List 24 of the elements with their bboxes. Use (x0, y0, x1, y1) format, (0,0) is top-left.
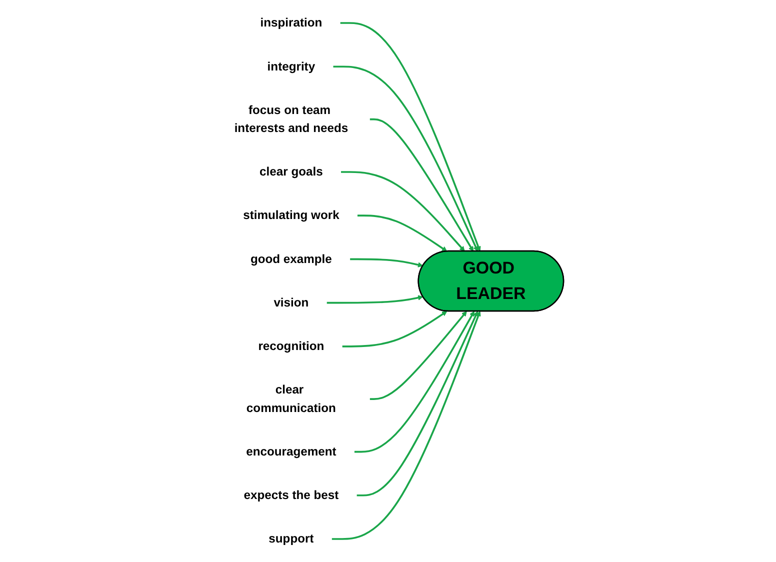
arrow (350, 258, 424, 268)
node-text: inspiration (260, 16, 322, 30)
node-text: recognition (258, 340, 324, 354)
arrow (354, 311, 474, 453)
arrow (340, 22, 481, 252)
arrow (370, 118, 474, 252)
arrow (370, 311, 467, 400)
node-text: encouragement (246, 445, 336, 458)
node-text: integrity (267, 60, 316, 74)
node-text: focus on team interests and needs (234, 104, 348, 136)
node-text: vision (274, 296, 309, 310)
node-text: support (268, 532, 314, 546)
node-text: stimulating work (243, 208, 340, 222)
node-text: clear communication (246, 383, 336, 415)
node-text: good example (250, 252, 332, 266)
arrow (333, 66, 478, 252)
arrow (341, 171, 465, 252)
node-text: expects the best (244, 488, 339, 502)
arrow (342, 310, 448, 348)
arrow (332, 311, 481, 540)
arrow (356, 311, 478, 496)
arrow (357, 214, 448, 252)
arrow (326, 295, 424, 304)
node-text: clear goals (260, 165, 323, 179)
